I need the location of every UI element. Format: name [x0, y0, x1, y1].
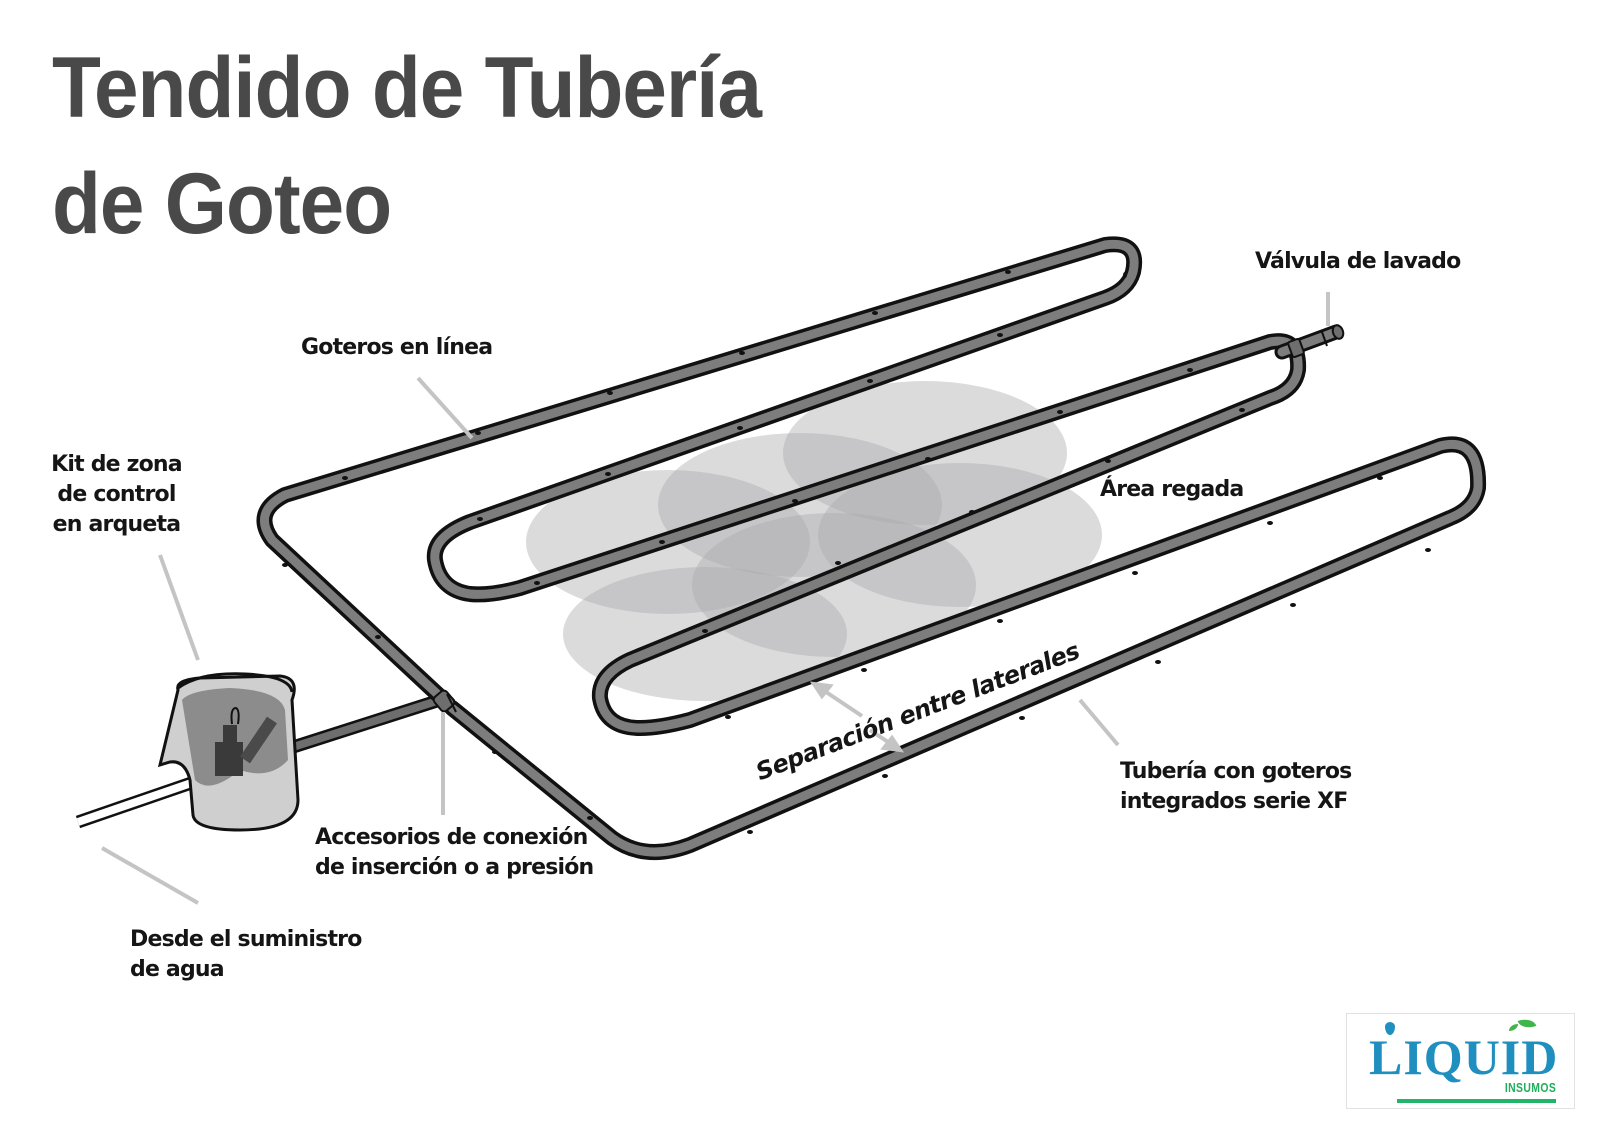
label-line: en arqueta [52, 512, 181, 537]
title-line-2: de Goteo [52, 156, 392, 252]
label-fittings: Accesorios de conexión de inserción o a … [315, 823, 594, 883]
leader-water-supply [101, 846, 199, 905]
label-line: integrados serie XF [1120, 789, 1348, 814]
xf-drip-tubing [256, 236, 1487, 861]
label-control-zone-kit: Kit de zona de control en arqueta [44, 450, 189, 540]
logo-underline [1397, 1099, 1556, 1103]
label-line: Desde el suministro [130, 927, 362, 952]
supply-line [75, 693, 442, 829]
label-inline-emitters: Goteros en línea [301, 335, 493, 360]
logo-wordmark: LIQUID [1369, 1029, 1559, 1085]
water-drop-icon [1385, 1022, 1395, 1035]
label-line: Tubería con goteros [1120, 759, 1352, 784]
leader-inline-emitters [416, 376, 474, 440]
tee-fitting-icon [432, 689, 457, 713]
label-xf-tubing: Tubería con goteros integrados serie XF [1120, 757, 1352, 817]
lateral-spacing-arrows [809, 681, 905, 753]
label-water-supply: Desde el suministro de agua [130, 925, 362, 985]
label-line: Kit de zona [51, 452, 183, 477]
inline-emitters [282, 270, 1431, 834]
leader-lines [101, 292, 1330, 905]
leaf-icon [1509, 1024, 1518, 1031]
label-flush-valve: Válvula de lavado [1255, 249, 1461, 274]
label-line: de agua [130, 957, 225, 982]
label-line: de inserción o a presión [315, 855, 594, 880]
leader-control-kit [158, 554, 200, 661]
title-line-1: Tendido de Tubería [52, 40, 762, 136]
liquid-insumos-logo: LIQUID INSUMOS [1346, 1013, 1575, 1109]
label-watered-area: Área regada [1100, 477, 1244, 502]
label-line: Accesorios de conexión [315, 825, 588, 850]
leader-xf-tubing [1078, 698, 1120, 747]
diagram-title: Tendido de Tubería de Goteo [52, 30, 762, 262]
label-line: de control [57, 482, 176, 507]
logo-subtitle: INSUMOS [1504, 1080, 1556, 1095]
flush-valve-icon [1274, 324, 1345, 360]
valve-box-icon [157, 672, 300, 832]
